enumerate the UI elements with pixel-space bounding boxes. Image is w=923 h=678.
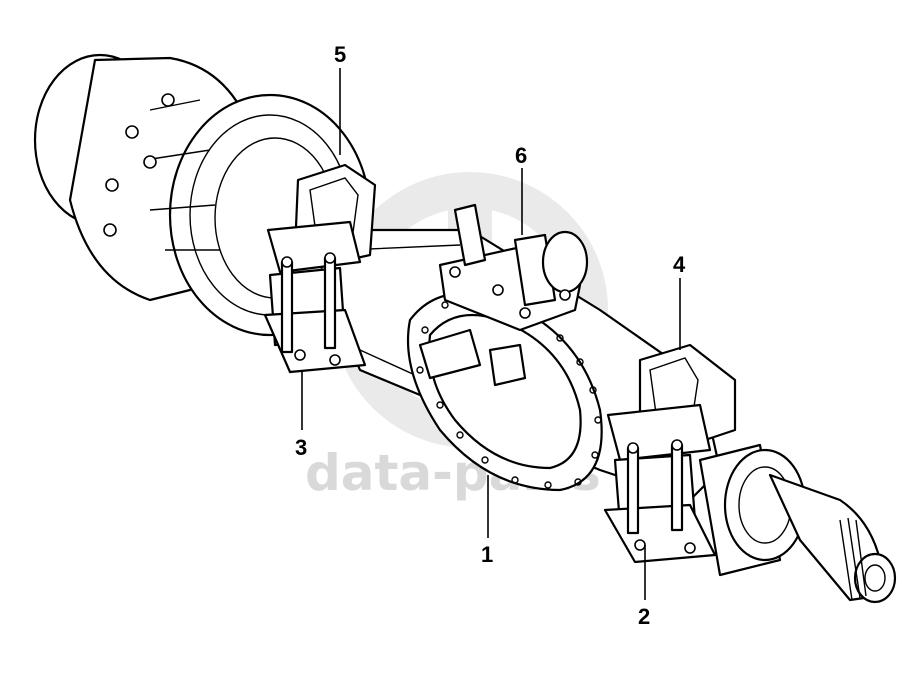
- left-spring-seat: [263, 163, 377, 374]
- top-mounting-bracket: [438, 203, 589, 332]
- right-spindle: [698, 443, 897, 604]
- wheel-studs: [103, 93, 175, 237]
- right-spring-seat: [603, 343, 737, 564]
- callout-6: 6: [515, 143, 527, 168]
- callout-3: 3: [295, 435, 307, 460]
- callout-4: 4: [673, 252, 686, 277]
- differential-housing-ring: [406, 292, 603, 492]
- callout-5: 5: [334, 42, 346, 67]
- callout-1: 1: [481, 542, 493, 567]
- callout-2: 2: [638, 604, 650, 629]
